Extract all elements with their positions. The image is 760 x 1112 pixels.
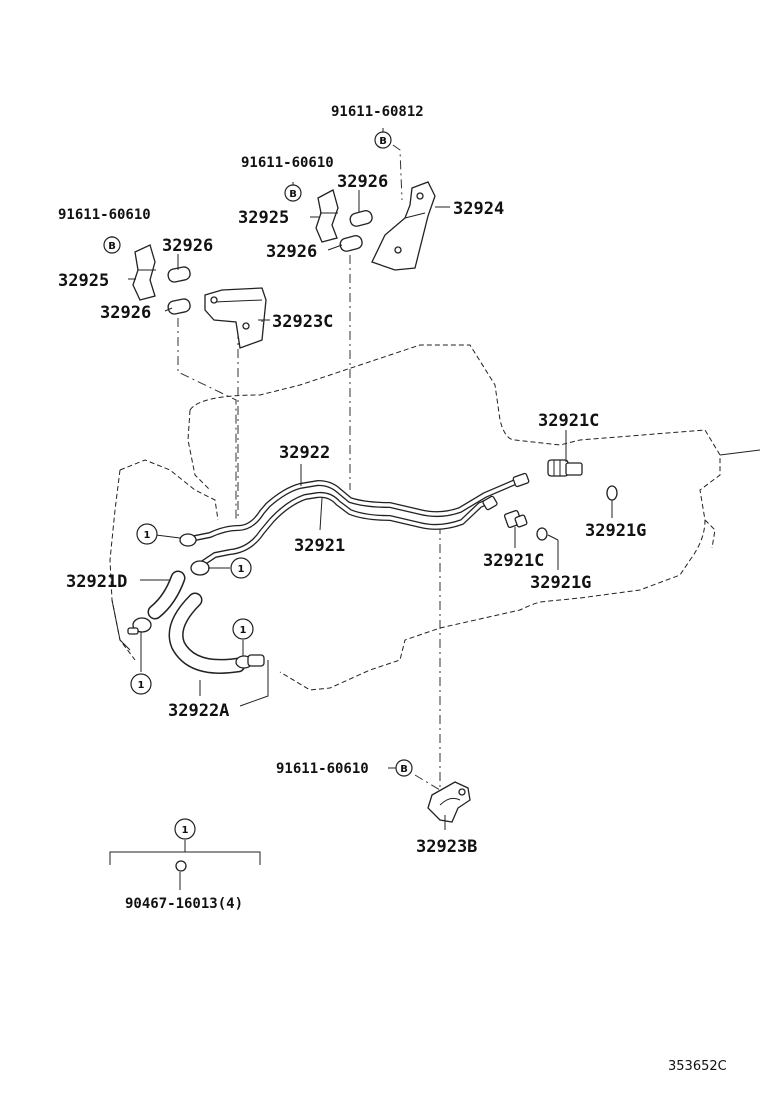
label-bolt-mid: 91611-60610 xyxy=(241,155,334,171)
label-tube-upper: 32922 xyxy=(279,443,330,463)
hose-32921D xyxy=(147,570,186,620)
clip-callout-a: 1 xyxy=(136,523,158,545)
svg-text:B: B xyxy=(289,189,297,200)
label-gasket-b: 32921G xyxy=(530,573,591,593)
bracket-32924 xyxy=(371,181,436,271)
svg-text:1: 1 xyxy=(240,625,247,636)
clip-callout-b: 1 xyxy=(230,557,252,579)
label-hose-d: 32921D xyxy=(66,572,127,592)
part-labels: 91611-60812 91611-60610 91611-60610 9161… xyxy=(58,104,727,1074)
b-marker-bottom: B xyxy=(395,759,413,777)
b-marker-top: B xyxy=(374,131,392,149)
clip-bracket-group xyxy=(109,840,261,872)
label-grommet-b: 32926 xyxy=(266,242,317,262)
clip-callout-e: 1 xyxy=(174,818,196,840)
label-leaders xyxy=(111,128,613,890)
grommets-32926-left xyxy=(167,266,191,315)
label-bracket-b: 32923B xyxy=(416,837,477,857)
union-32921C-upper xyxy=(547,459,583,477)
tube-32921 xyxy=(197,491,495,568)
label-union-b: 32921C xyxy=(483,551,544,571)
grommets-32926-upper xyxy=(339,210,373,252)
label-clip-part: 90467-16013(4) xyxy=(125,896,243,912)
b-markers: B B B B xyxy=(103,131,413,777)
svg-text:1: 1 xyxy=(144,530,151,541)
b-marker-left: B xyxy=(103,236,121,254)
label-bracket-c: 32923C xyxy=(272,312,333,332)
label-union-a: 32921C xyxy=(538,411,599,431)
label-grommet-a: 32926 xyxy=(337,172,388,192)
reference-code: 353652C xyxy=(668,1059,727,1074)
label-clamp-b: 32925 xyxy=(58,271,109,291)
hose-32922A xyxy=(168,592,246,674)
svg-text:B: B xyxy=(400,764,408,775)
label-grommet-d: 32926 xyxy=(100,303,151,323)
svg-text:B: B xyxy=(379,136,387,147)
clip-callout-c: 1 xyxy=(232,618,254,640)
label-bolt-bottom: 91611-60610 xyxy=(276,761,369,777)
engine-outline xyxy=(109,344,760,691)
label-tube-lower: 32921 xyxy=(294,536,345,556)
bracket-32923C xyxy=(204,287,267,349)
svg-text:B: B xyxy=(108,241,116,252)
gaskets-32921G xyxy=(536,485,618,541)
clip-callout-d: 1 xyxy=(130,673,152,695)
svg-text:1: 1 xyxy=(138,680,145,691)
clip-callouts: 1 1 1 1 1 xyxy=(130,523,254,840)
b-marker-mid: B xyxy=(284,184,302,202)
label-bolt-left: 91611-60610 xyxy=(58,207,151,223)
svg-text:1: 1 xyxy=(238,564,245,575)
label-bracket-top: 32924 xyxy=(453,199,504,219)
label-bolt-top: 91611-60812 xyxy=(331,104,424,120)
label-clamp-a: 32925 xyxy=(238,208,289,228)
hose-clamps xyxy=(127,533,265,669)
bracket-32923B xyxy=(427,781,471,823)
svg-text:1: 1 xyxy=(182,825,189,836)
label-grommet-c: 32926 xyxy=(162,236,213,256)
union-32921C-lower xyxy=(503,509,528,529)
flare-nuts xyxy=(482,472,530,511)
clamp-32925-left xyxy=(132,244,156,301)
tube-32922 xyxy=(182,477,523,543)
label-gasket-a: 32921G xyxy=(585,521,646,541)
assembly-leaders xyxy=(177,144,441,791)
label-hose-a: 32922A xyxy=(168,701,229,721)
clamp-32925-upper xyxy=(315,189,339,243)
